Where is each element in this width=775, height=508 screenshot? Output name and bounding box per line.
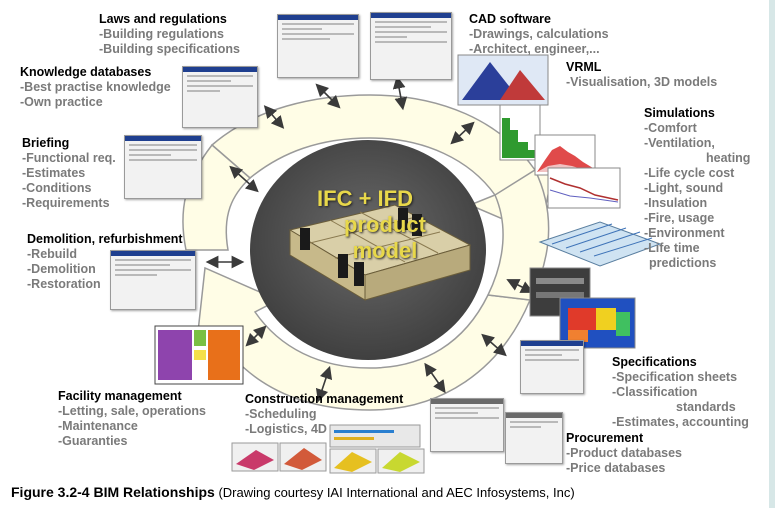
cad-item: -Drawings, calculations (469, 27, 609, 41)
simulations-item: -Light, sound (644, 181, 724, 195)
figure-caption: Figure 3.2-4 BIM Relationships (Drawing … (11, 484, 575, 500)
facility-heading: Facility management (58, 389, 182, 403)
construction-item: -Logistics, 4D (245, 422, 327, 436)
knowledge-heading: Knowledge databases (20, 65, 152, 79)
building-model (288, 204, 472, 301)
specifications-item: -Estimates, accounting (612, 415, 749, 429)
facility-item: -Maintenance (58, 419, 138, 433)
simulations-item: -Insulation (644, 196, 708, 210)
simulations-heading: Simulations (644, 106, 715, 120)
specifications-heading: Specifications (612, 355, 697, 369)
vrml-render (457, 54, 549, 106)
center-line-3: model (352, 238, 418, 263)
group-vrml: VRML -Visualisation, 3D models (566, 60, 717, 90)
center-label: IFC + IFD product model (300, 186, 450, 264)
figure-credit: (Drawing courtesy IAI International and … (218, 485, 575, 500)
briefing-item: -Estimates (22, 166, 86, 180)
center-line-2: product (344, 212, 426, 237)
demolition-item: -Demolition (27, 262, 96, 276)
simulations-item: -Ventilation, (644, 136, 715, 150)
knowledge-thumbnail (182, 66, 258, 128)
procurement-item: -Product databases (566, 446, 683, 460)
cad-item: -Architect, engineer,... (469, 42, 600, 56)
simulations-item: -Environment (644, 226, 725, 240)
vrml-item: -Visualisation, 3D models (566, 75, 718, 89)
page-edge (769, 0, 775, 508)
figure-title: Figure 3.2-4 BIM Relationships (11, 484, 215, 500)
knowledge-item: -Best practise knowledge (20, 80, 171, 94)
procurement-thumbnail-1 (430, 398, 504, 452)
procurement-heading: Procurement (566, 431, 644, 445)
laws-thumbnail-1 (277, 14, 359, 78)
procurement-item: -Price databases (566, 461, 666, 475)
facility-item: -Guaranties (58, 434, 128, 448)
laws-heading: Laws and regulations (99, 12, 227, 26)
group-construction: Construction management -Scheduling -Log… (245, 392, 403, 437)
simulations-item: -Comfort (644, 121, 697, 135)
facility-item: -Letting, sale, operations (58, 404, 206, 418)
simulations-item: -Fire, usage (644, 211, 715, 225)
laws-thumbnail-2 (370, 12, 452, 80)
group-demolition: Demolition, refurbishment -Rebuild -Demo… (27, 232, 183, 292)
specifications-item: standards (676, 400, 736, 414)
demolition-heading: Demolition, refurbishment (27, 232, 183, 246)
demolition-thumbnail (110, 250, 196, 310)
briefing-item: -Requirements (22, 196, 110, 210)
specifications-thumbnail (520, 340, 584, 394)
group-simulations: Simulations -Comfort -Ventilation, heati… (644, 106, 750, 271)
briefing-item: -Functional req. (22, 151, 116, 165)
group-cad: CAD software -Drawings, calculations -Ar… (469, 12, 609, 57)
demolition-item: -Rebuild (27, 247, 77, 261)
cad-heading: CAD software (469, 12, 551, 26)
simulations-item: -Life cycle cost (644, 166, 735, 180)
ventilation-model (538, 221, 662, 267)
procurement-thumbnail-2 (505, 412, 563, 464)
facility-floor-plan (154, 325, 244, 385)
group-knowledge: Knowledge databases -Best practise knowl… (20, 65, 171, 110)
thermal-images (529, 267, 636, 349)
demolition-item: -Restoration (27, 277, 101, 291)
construction-thumbnails (231, 424, 425, 474)
construction-item: -Scheduling (245, 407, 317, 421)
group-procurement: Procurement -Product databases -Price da… (566, 431, 682, 476)
simulations-item: -Life time (644, 241, 700, 255)
group-facility: Facility management -Letting, sale, oper… (58, 389, 206, 449)
specifications-item: -Specification sheets (612, 370, 738, 384)
briefing-heading: Briefing (22, 136, 70, 150)
laws-item: -Building specifications (99, 42, 240, 56)
briefing-item: -Conditions (22, 181, 92, 195)
construction-heading: Construction management (245, 392, 404, 406)
group-laws: Laws and regulations -Building regulatio… (99, 12, 240, 57)
simulations-item: predictions (649, 256, 717, 270)
vrml-heading: VRML (566, 60, 602, 74)
group-briefing: Briefing -Functional req. -Estimates -Co… (22, 136, 116, 211)
simulations-item: heating (706, 151, 751, 165)
specifications-item: -Classification (612, 385, 698, 399)
center-line-1: IFC + IFD (317, 186, 413, 211)
briefing-thumbnail (124, 135, 202, 199)
laws-item: -Building regulations (99, 27, 224, 41)
knowledge-item: -Own practice (20, 95, 103, 109)
group-specifications: Specifications -Specification sheets -Cl… (612, 355, 749, 430)
